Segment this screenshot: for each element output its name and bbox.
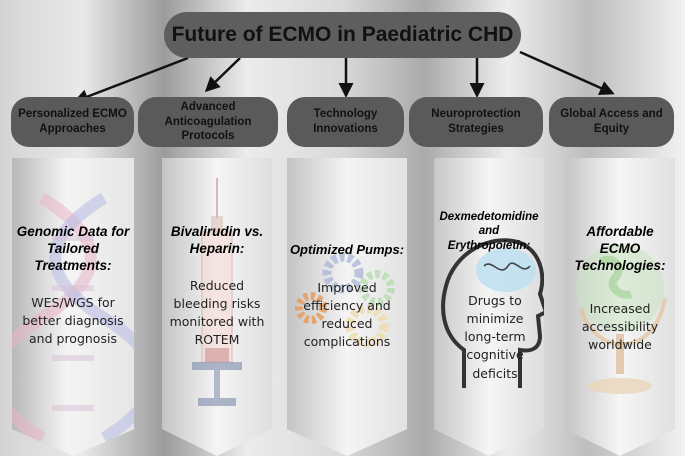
syringe-icon: [192, 178, 242, 406]
column-global-access: Affordable ECMO Technologies: Increased …: [565, 158, 675, 456]
globe-icon: [576, 244, 667, 394]
diagram-title: Future of ECMO in Paediatric CHD: [164, 12, 521, 58]
column-technology: Optimized Pumps: Improved efficiency and…: [287, 158, 407, 456]
arrow-2: [204, 57, 241, 93]
column-heading: Genomic Data for Tailored Treatments:: [16, 224, 130, 273]
column-body: Increased accessibility worldwide: [581, 301, 659, 353]
column-heading: Bivalirudin vs. Heparin:: [170, 224, 264, 256]
category-advanced-anticoagulation: Advanced Anticoagulation Protocols: [138, 97, 278, 147]
column-body: Drugs to minimize long-term cognitive de…: [464, 293, 526, 381]
column-heading: Affordable ECMO Technologies:: [574, 224, 666, 273]
category-technology-innovations: Technology Innovations: [287, 97, 404, 147]
column-body: Reduced bleeding risks monitored with RO…: [169, 278, 265, 348]
column-personalized-ecmo: Genomic Data for Tailored Treatments: WE…: [12, 158, 134, 456]
category-neuroprotection: Neuroprotection Strategies: [409, 97, 543, 147]
column-body: WES/WGS for better diagnosis and prognos…: [22, 295, 124, 347]
arrow-5: [519, 50, 615, 95]
arrow-1: [73, 56, 189, 104]
category-global-access: Global Access and Equity: [549, 97, 674, 147]
dna-helix-icon: [12, 192, 134, 444]
category-personalized-ecmo: Personalized ECMO Approaches: [11, 97, 134, 147]
column-neuroprotection: Dexmedetomidine and Erythropoietin: Drug…: [434, 158, 544, 456]
column-heading: Optimized Pumps:: [289, 242, 405, 257]
gears-icon: [295, 252, 395, 348]
column-anticoagulation: Bivalirudin vs. Heparin: Reduced bleedin…: [162, 158, 272, 456]
head-brain-icon: [441, 238, 544, 388]
column-heading: Dexmedetomidine and Erythropoietin:: [439, 211, 539, 252]
column-body: Improved efficiency and reduced complica…: [303, 280, 391, 350]
